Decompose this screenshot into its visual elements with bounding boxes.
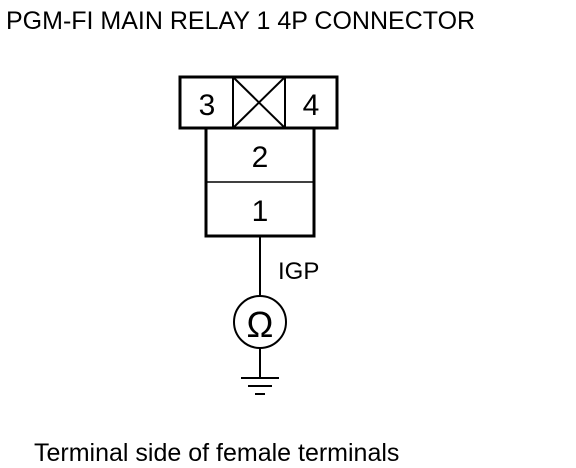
x-mark-icon <box>232 76 286 129</box>
ohmmeter-icon: Ω <box>233 295 287 349</box>
diagram-title: PGM-FI MAIN RELAY 1 4P CONNECTOR <box>6 7 475 35</box>
footer-caption: Terminal side of female terminals <box>34 439 399 467</box>
terminal-3-label: 3 <box>199 89 216 122</box>
terminal-2-label: 2 <box>252 141 269 174</box>
ground-icon <box>241 377 279 395</box>
wire-label: IGP <box>278 258 319 285</box>
ohm-symbol: Ω <box>247 304 274 345</box>
terminal-1-label: 1 <box>252 195 269 228</box>
terminal-4-label: 4 <box>303 89 320 122</box>
